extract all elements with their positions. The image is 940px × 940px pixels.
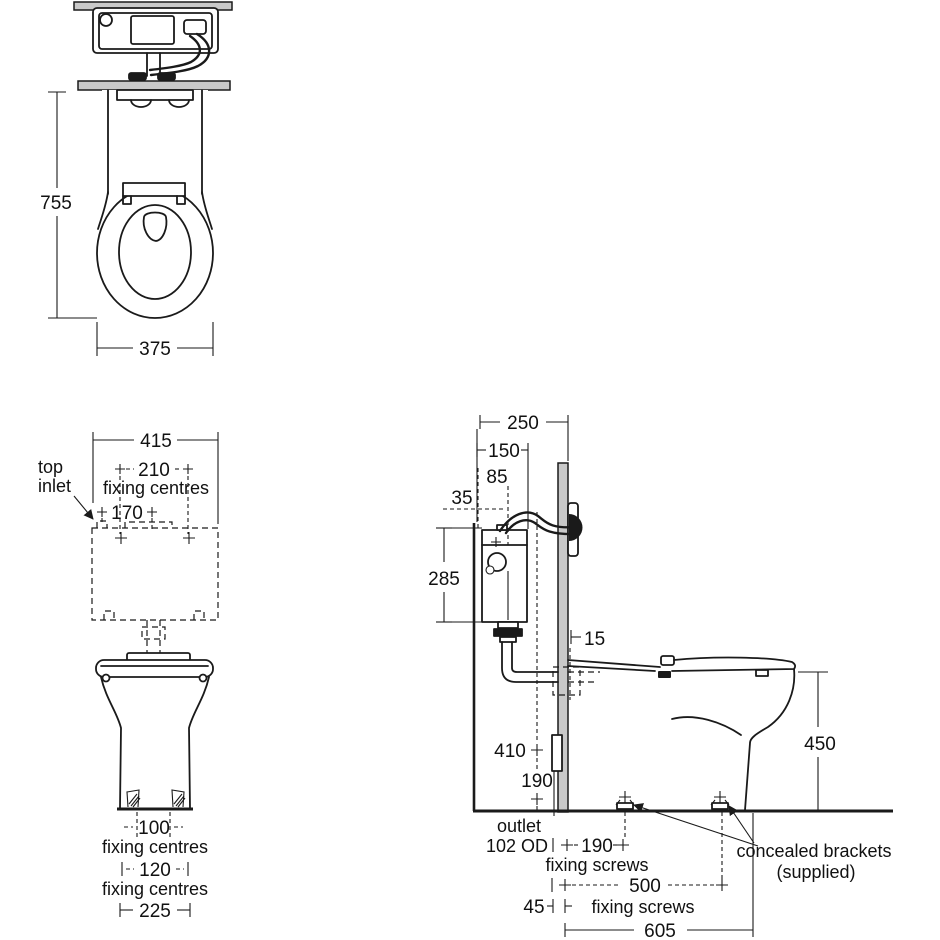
side-dim-605: 605	[564, 813, 754, 940]
front-pan	[95, 652, 214, 811]
front-cistern-fixing-marks	[115, 532, 195, 544]
side-dim-85: 85	[477, 467, 509, 545]
side-fixing-screw-1	[615, 791, 635, 810]
top-inlet-arrow	[73, 495, 94, 520]
plan-duct-panel	[77, 80, 231, 91]
side-hinge-bumper	[658, 671, 671, 678]
side-dim-605-label: 605	[644, 921, 676, 940]
side-fixing-screw-2	[710, 791, 730, 810]
side-trap-curve	[671, 716, 742, 736]
front-dim-100-label: 100	[138, 818, 170, 839]
side-dim-190-screws: 190 fixing screws	[545, 812, 649, 875]
front-dim-415: 415	[92, 431, 219, 524]
side-dim-410-label: 410	[494, 741, 526, 762]
plan-pan-seat	[96, 89, 214, 319]
plan-dim-755: 755	[40, 91, 97, 319]
side-dim-85-label: 85	[486, 467, 507, 488]
side-outlet-pipe	[551, 734, 563, 772]
side-dim-150: 150	[476, 441, 529, 529]
side-dim-250-label: 250	[507, 413, 539, 434]
plan-cistern	[92, 7, 219, 54]
front-view: 415 top inlet 210 fixing centres 170	[38, 431, 219, 922]
side-dim-15: 15	[570, 629, 605, 650]
front-top-inlet-callout: top inlet	[38, 457, 94, 520]
side-outlet-callout: outlet 102 OD	[486, 734, 563, 856]
front-inlet-boss	[96, 520, 108, 528]
outlet-label-1: outlet	[497, 816, 541, 836]
side-bowl-front	[744, 668, 796, 811]
front-dim-225: 225	[119, 901, 191, 922]
top-inlet-label-2: inlet	[38, 476, 71, 496]
front-dim-120-label: 120	[139, 860, 171, 881]
side-seat-buffer	[755, 669, 769, 677]
front-concealed-cistern	[91, 520, 219, 655]
side-dim-500-label: 500	[629, 876, 661, 897]
bracket-arrow-2	[728, 805, 755, 844]
side-dim-500: 500	[551, 812, 728, 897]
fixing-centres-label-1: fixing centres	[103, 478, 209, 498]
side-dim-190-label: 190	[581, 836, 613, 857]
top-inlet-label-1: top	[38, 457, 63, 477]
front-dim-170: 170	[97, 503, 157, 529]
plan-water-spot	[142, 211, 168, 242]
side-cistern	[481, 524, 528, 643]
front-seat	[95, 659, 214, 678]
side-dim-285-label: 285	[428, 569, 460, 590]
side-outlet-connector-hidden	[552, 666, 581, 696]
front-dim-225-label: 225	[139, 901, 171, 922]
side-dim-35-label: 35	[451, 488, 472, 509]
side-flush-plate	[567, 502, 583, 557]
plan-dim-755-label: 755	[40, 193, 72, 214]
side-dim-35: 35	[443, 488, 506, 510]
side-dim-150-label: 150	[488, 441, 520, 462]
bracket-arrow-1	[633, 803, 759, 847]
side-dim-450: 450	[798, 671, 836, 812]
plan-flush-hose	[128, 32, 211, 81]
side-pan	[567, 648, 797, 811]
side-dim-45-label: 45	[523, 897, 544, 918]
side-inlet-hose	[498, 511, 579, 536]
fixing-screws-label-1: fixing screws	[545, 855, 648, 875]
front-dim-210-label: 210	[138, 460, 170, 481]
plan-bowl-opening	[118, 204, 192, 300]
brackets-label-1: concealed brackets	[736, 841, 891, 861]
side-flush-pipe	[501, 641, 600, 696]
side-brackets-callout: concealed brackets (supplied)	[633, 803, 892, 882]
brackets-label-2: (supplied)	[776, 862, 855, 882]
fixing-centres-label-3: fixing centres	[102, 879, 208, 899]
plan-view: 755 375	[40, 1, 233, 360]
front-dim-210: 210 fixing centres	[103, 460, 209, 534]
outlet-label-2: 102 OD	[486, 836, 548, 856]
front-dim-100: 100 fixing centres	[102, 812, 208, 857]
side-dim-285: 285	[428, 527, 482, 623]
front-flushpipe-collar	[141, 626, 166, 640]
side-dim-15-label: 15	[584, 629, 605, 650]
side-seat-hinge	[660, 655, 675, 666]
side-dim-450-label: 450	[804, 734, 836, 755]
side-dim-410-190: 410 190	[494, 512, 553, 810]
side-dim-45: 45 fixing screws	[523, 897, 694, 918]
plan-dim-375-label: 375	[139, 339, 171, 360]
side-dim-190v-label: 190	[521, 771, 553, 792]
front-dim-415-label: 415	[140, 431, 172, 452]
plan-hinge-cover	[116, 89, 194, 101]
fixing-screws-label-2: fixing screws	[591, 897, 694, 917]
front-dim-120: 120 fixing centres	[102, 860, 208, 899]
front-dim-170-label: 170	[111, 503, 143, 524]
plan-dim-375: 375	[96, 322, 214, 360]
front-fixing-holes	[126, 789, 186, 808]
plan-seat-hinge-bar	[122, 182, 186, 197]
side-view: 250 150 85 35 285	[428, 413, 893, 940]
plan-inlet-hole	[99, 13, 113, 27]
fixing-centres-label-2: fixing centres	[102, 837, 208, 857]
